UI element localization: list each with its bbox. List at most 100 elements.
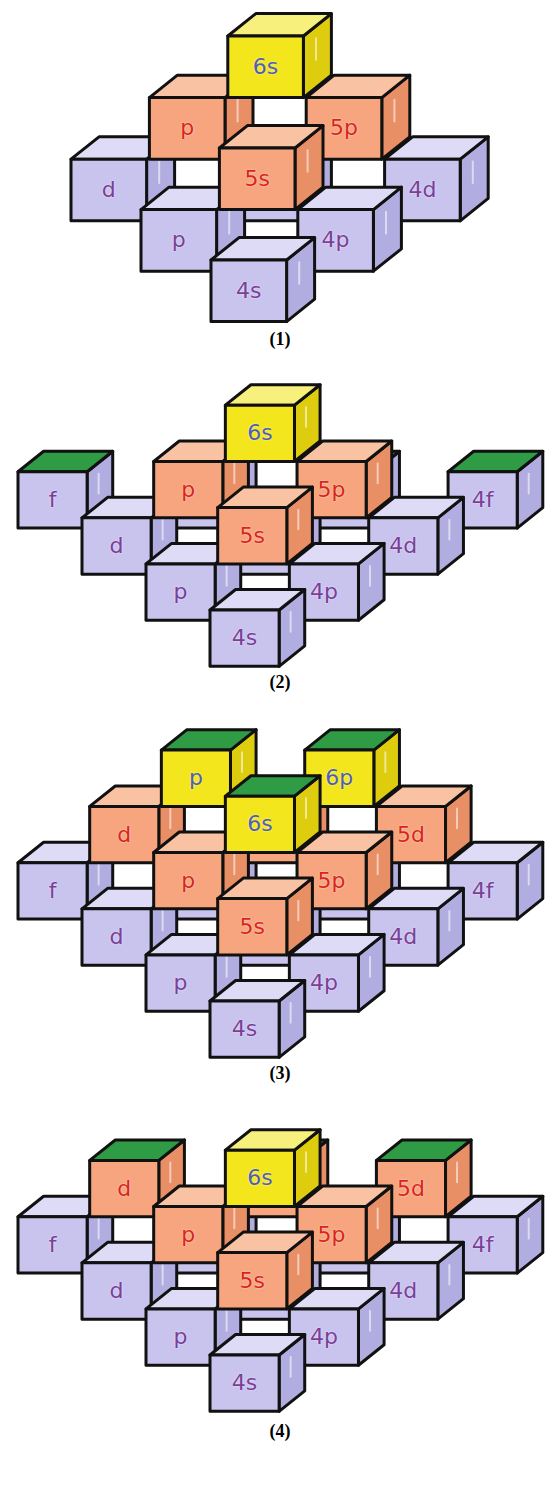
cube-gloss [377,855,379,875]
orbital-label: 5p [318,1222,346,1248]
orbital-label: 4p [322,227,350,253]
orbital-box: 5s [219,148,295,210]
cube-gloss [297,1255,299,1275]
cube-front-face [71,159,147,221]
cube-gloss [226,1311,228,1331]
orbital-box: 4s [210,610,279,666]
cube-gloss [233,464,235,484]
orbital-box: d [90,1160,159,1216]
orbital-box: 4d [385,159,461,221]
cube-gloss [162,1265,164,1285]
cube-gloss [233,1209,235,1229]
cube-gloss [369,566,371,586]
orbital-label: 4f [472,487,494,513]
orbital-box: d [82,909,151,965]
orbital-cube [210,981,305,1058]
orbital-label: p [174,970,188,996]
orbital-cube [225,385,320,462]
cube-front-face [228,36,304,98]
cube-front-face [161,750,230,806]
orbital-cube [225,1130,320,1207]
orbital-box: 4d [369,518,438,574]
cube-front-face [211,260,287,322]
cube-gloss [98,1219,100,1239]
cube-front-face [218,508,287,564]
orbital-label: p [172,227,186,253]
cube-top-face [448,451,543,471]
orbital-label: 4d [389,924,417,950]
orbital-label: 5s [239,914,264,940]
cube-gloss [290,1357,292,1377]
cube-front-face [146,955,215,1011]
cube-front-face [225,1150,294,1206]
orbital-label: 5s [239,1268,264,1294]
orbital-box: 6p [305,750,374,806]
orbital-label: 6s [247,420,272,446]
orbital-box: d [71,159,147,221]
orbital-label: p [174,579,188,605]
orbital-label: d [110,533,124,559]
cube-gloss [448,911,450,931]
orbital-box: 6s [225,405,294,461]
orbital-label: 6s [247,811,272,837]
cube-front-face [82,909,151,965]
orbital-label: 4f [472,878,494,904]
cube-gloss [297,901,299,921]
orbital-box: p [146,1309,215,1365]
cube-front-face [154,853,223,909]
orbital-label: 4s [232,1016,257,1042]
orbital-label: d [110,924,124,950]
orbital-box: d [82,1263,151,1319]
orbital-label: 5s [244,166,269,192]
cube-top-face [218,487,313,507]
orbital-label: p [181,1222,195,1248]
cube-gloss [305,1152,307,1172]
orbital-box: 5s [218,1253,287,1309]
orbital-label: 5d [397,1176,425,1202]
cube-gloss [393,100,395,122]
orbital-box: 5d [376,1160,445,1216]
cube-top-face [376,1140,471,1160]
cube-gloss [226,957,228,977]
orbital-cube [218,487,313,564]
orbital-label: f [49,1232,57,1258]
orbital-label: 6s [247,1165,272,1191]
cube-top-face [210,590,305,610]
cube-gloss [472,161,474,183]
orbital-label: p [174,1324,188,1350]
orbital-box: p [154,1207,223,1263]
cube-front-face [18,472,87,528]
cube-gloss [305,407,307,427]
orbital-label: 6p [325,765,353,791]
cube-gloss [162,520,164,540]
orbital-box: p [146,564,215,620]
orbital-label: p [189,765,203,791]
orbital-box: 4f [448,1217,517,1273]
orbital-cube [219,126,323,210]
cube-front-face [218,899,287,955]
orbital-box: d [90,806,159,862]
cube-top-face [210,1335,305,1355]
orbital-box: 4s [210,1355,279,1411]
orbital-label: p [180,115,194,141]
cube-front-face [18,863,87,919]
orbital-box: 5p [297,1207,366,1263]
cube-gloss [385,212,387,234]
cube-gloss [233,855,235,875]
cube-gloss [377,464,379,484]
cube-gloss [448,520,450,540]
cube-gloss [290,612,292,632]
cube-top-face [305,730,400,750]
cube-front-face [82,518,151,574]
orbital-box: f [18,863,87,919]
orbital-box: p [154,462,223,518]
cube-top-face [18,451,113,471]
cube-front-face [225,796,294,852]
orbital-label: 6s [253,54,278,80]
orbital-box: 6s [225,1150,294,1206]
orbital-label: p [181,477,195,503]
cube-front-face [146,564,215,620]
orbital-box: 5p [306,98,382,160]
cube-gloss [315,38,317,60]
cube-gloss [305,798,307,818]
